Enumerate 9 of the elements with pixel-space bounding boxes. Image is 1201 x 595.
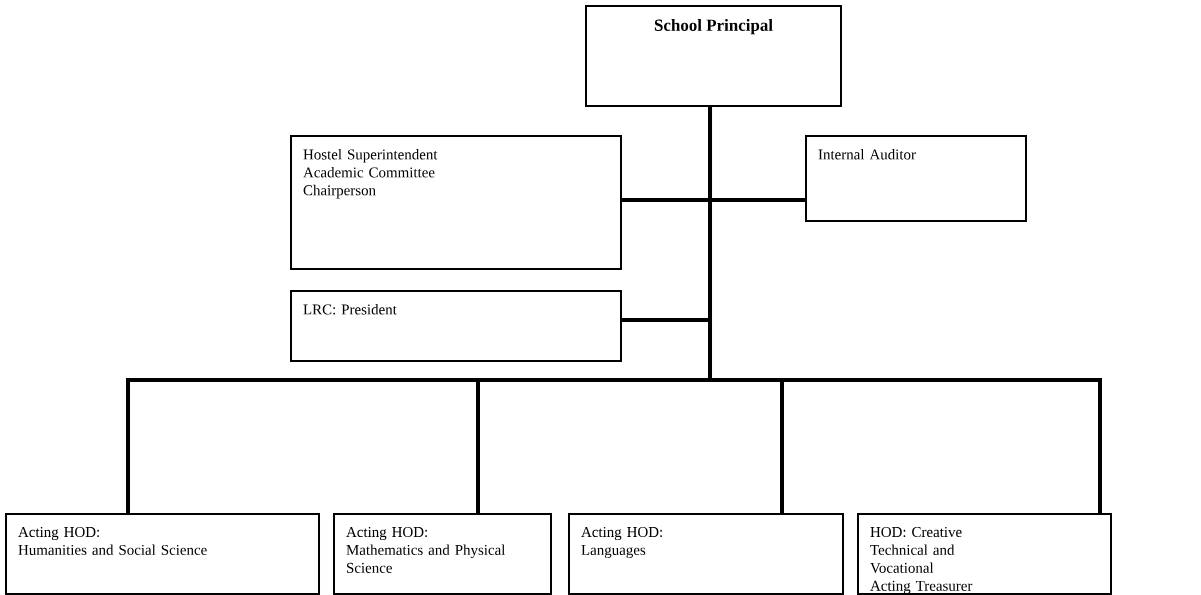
role-box: HOD: Creative Technical and Vocational Acting Treasurer: [857, 513, 1112, 595]
connector-line: [708, 105, 1102, 515]
role-box: Acting HOD: Humanities and Social Science: [5, 513, 320, 595]
title-box: School Principal: [585, 5, 842, 107]
role-box: Acting HOD: Languages: [568, 513, 844, 595]
role-box: Acting HOD: Mathematics and Physical Science: [333, 513, 552, 595]
role-box: Internal Auditor: [805, 135, 1027, 222]
role-box: LRC: President: [290, 290, 622, 362]
role-box: Hostel Superintendent Academic Committee Chairperson: [290, 135, 622, 270]
